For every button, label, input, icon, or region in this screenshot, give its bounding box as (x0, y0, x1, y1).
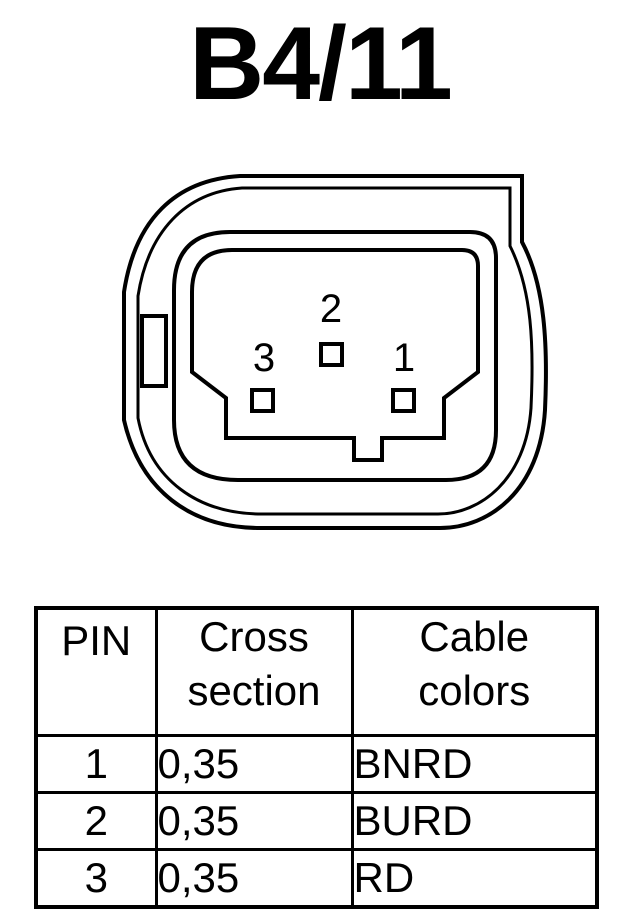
pin-1-label: 1 (393, 336, 415, 380)
pin-3-contact (250, 388, 275, 413)
header-cable-colors-line2: colors (418, 667, 531, 714)
pin-1-contact (391, 388, 416, 413)
header-pin-label: PIN (61, 617, 132, 664)
header-cable-colors: Cable colors (350, 606, 599, 737)
header-cross-section: Cross section (154, 606, 354, 737)
row-2-pin: 2 (34, 791, 158, 851)
connector-latch-tab (140, 314, 168, 388)
row-3-cross-section: 0,35 (154, 848, 354, 909)
row-2-cable-color: BURD (350, 791, 599, 851)
connector-housing-inner (136, 186, 534, 516)
table-row: 3 0,35 RD (34, 848, 599, 909)
pin-assignment-table: PIN Cross section Cable colors 1 0,35 BN… (34, 606, 599, 909)
table-row: 2 0,35 BURD (34, 791, 599, 851)
row-1-cable-color: BNRD (350, 734, 599, 794)
pin-2-contact (319, 342, 344, 367)
row-1-cross-section: 0,35 (154, 734, 354, 794)
connector-face-outer (172, 230, 498, 482)
row-1-pin: 1 (34, 734, 158, 794)
header-cross-section-line2: section (187, 667, 321, 714)
connector-housing-outer (122, 174, 548, 530)
connector-face-inner (190, 248, 480, 462)
row-3-cable-color: RD (350, 848, 599, 909)
header-pin: PIN (34, 606, 158, 737)
pin-2-label: 2 (320, 287, 342, 331)
table-row: 1 0,35 BNRD (34, 734, 599, 794)
connector-title: B4/11 (189, 6, 453, 122)
table-header-row: PIN Cross section Cable colors (34, 606, 599, 737)
row-2-cross-section: 0,35 (154, 791, 354, 851)
header-cable-colors-line1: Cable (419, 613, 530, 660)
pin-3-label: 3 (253, 336, 275, 380)
header-cross-section-line1: Cross (199, 613, 309, 660)
row-3-pin: 3 (34, 848, 158, 909)
connector-diagram: 2 3 1 (122, 174, 548, 530)
